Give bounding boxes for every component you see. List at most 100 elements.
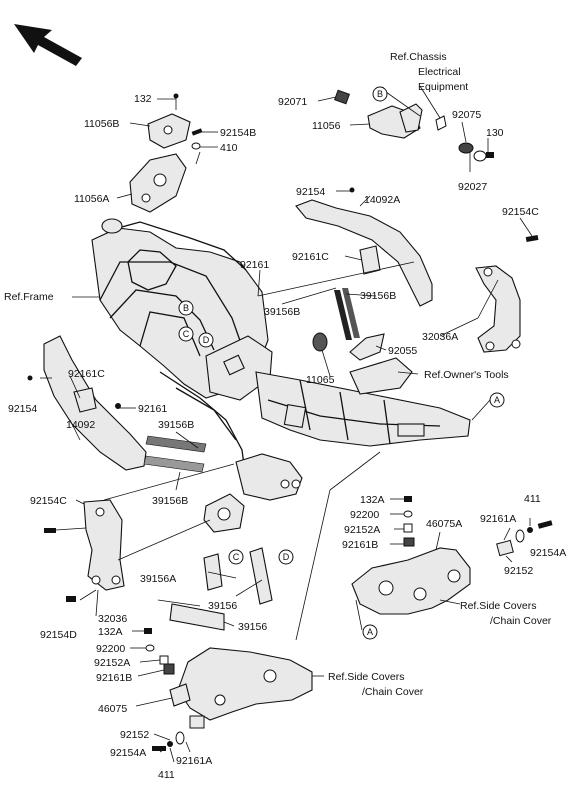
svg-text:/Chain Cover: /Chain Cover xyxy=(490,615,552,627)
label-14092: 14092 xyxy=(66,419,95,431)
label-92154C-top: 92154C xyxy=(502,206,539,218)
label-92152A-right: 92152A xyxy=(344,524,380,536)
cover-14092A xyxy=(295,199,433,307)
bracket-11056 xyxy=(367,103,423,139)
label-92161B-left: 92161B xyxy=(96,672,132,684)
label-11056: 11056 xyxy=(312,120,341,132)
bolt-92154C-left xyxy=(44,528,56,533)
svg-text:/Chain Cover: /Chain Cover xyxy=(362,686,424,698)
label-92071: 92071 xyxy=(278,96,307,108)
label-92152-right: 92152 xyxy=(504,565,533,577)
strip-39156B-a xyxy=(334,290,352,340)
label-11056A: 11056A xyxy=(74,193,109,205)
label-132A-left: 132A xyxy=(98,626,123,638)
svg-text:B: B xyxy=(183,303,189,313)
svg-text:Ref.Side Covers: Ref.Side Covers xyxy=(460,600,536,612)
svg-text:C: C xyxy=(183,329,190,339)
bolt-132A-left xyxy=(144,628,152,634)
label-92154A-left: 92154A xyxy=(110,747,146,759)
bolt-130 xyxy=(486,152,494,158)
ref-side-covers-left-label: Ref.Side Covers /Chain Cover xyxy=(328,671,424,698)
strip-39156A xyxy=(203,553,223,591)
label-92200-left: 92200 xyxy=(96,643,125,655)
label-92161B-right: 92161B xyxy=(342,539,378,551)
label-92154-mid: 92154 xyxy=(296,186,325,198)
washer-92200-right xyxy=(403,510,413,518)
label-411-right: 411 xyxy=(524,493,541,505)
washer-410 xyxy=(191,142,201,150)
ref-owners-tools-label: Ref.Owner's Tools xyxy=(424,369,509,381)
pad-92161C-left xyxy=(73,387,97,413)
label-132-top: 132 xyxy=(134,93,152,105)
main-frame xyxy=(91,218,471,533)
front-direction-arrow-icon xyxy=(14,24,82,66)
footpeg-left xyxy=(169,683,191,707)
label-11056B: 11056B xyxy=(84,118,119,130)
bolt-132-top xyxy=(173,93,179,110)
label-92161C-left: 92161C xyxy=(68,368,105,380)
label-39156B-b: 39156B xyxy=(264,306,300,318)
label-92154B: 92154B xyxy=(220,127,256,139)
washer-92161A-left xyxy=(175,731,185,745)
label-39156B-a: 39156B xyxy=(360,290,396,302)
svg-text:Ref.Side Covers: Ref.Side Covers xyxy=(328,671,404,683)
collar-92027 xyxy=(473,150,487,162)
label-130: 130 xyxy=(486,127,504,139)
label-39156B-d: 39156B xyxy=(152,495,188,507)
svg-text:Ref.Chassis: Ref.Chassis xyxy=(390,51,447,63)
label-92154D: 92154D xyxy=(40,629,77,641)
label-92075: 92075 xyxy=(452,109,481,121)
label-92200-right: 92200 xyxy=(350,509,379,521)
grommet-92075 xyxy=(458,142,474,154)
ref-chassis-electrical-label: Ref.Chassis Electrical Equipment xyxy=(390,51,468,93)
svg-text:Electrical: Electrical xyxy=(418,66,461,78)
bracket-11056B xyxy=(147,113,191,149)
bolt-132A-right xyxy=(404,496,412,502)
bolt-92154-left xyxy=(27,375,33,381)
svg-text:B: B xyxy=(377,89,383,99)
washer-411-right xyxy=(527,527,533,533)
svg-text:D: D xyxy=(203,335,210,345)
bolt-92154D xyxy=(66,596,76,602)
strip-39156-b xyxy=(169,603,225,631)
label-92154C-left: 92154C xyxy=(30,495,67,507)
label-46075: 46075 xyxy=(98,703,127,715)
label-92161A-right: 92161A xyxy=(480,513,516,525)
label-92055: 92055 xyxy=(388,345,417,357)
label-11065: 11065 xyxy=(306,374,335,386)
spring-92161B-right xyxy=(403,537,415,547)
clip-electrical xyxy=(435,115,447,131)
bracket-11056A xyxy=(129,153,187,213)
strip-39156B-d xyxy=(143,455,205,473)
label-410: 410 xyxy=(220,142,238,154)
washer-92200-left xyxy=(145,644,155,652)
callout-circle-B-top: B xyxy=(372,86,388,102)
label-39156B-c: 39156B xyxy=(158,419,194,431)
label-32036: 32036 xyxy=(98,613,127,625)
pad-92161-left xyxy=(115,403,121,409)
ref-side-covers-right-label: Ref.Side Covers /Chain Cover xyxy=(460,600,552,627)
svg-text:D: D xyxy=(283,552,290,562)
strip-39156B-b xyxy=(342,288,360,338)
svg-text:C: C xyxy=(233,552,240,562)
washer-92161A-right xyxy=(515,529,525,543)
washer-411-left xyxy=(167,741,173,747)
footrest-bracket-46075 xyxy=(177,647,313,721)
label-132A-right: 132A xyxy=(360,494,385,506)
callout-circle-C-frame: C xyxy=(178,326,194,342)
label-92161C-top: 92161C xyxy=(292,251,329,263)
label-46075A: 46075A xyxy=(426,518,462,530)
bracket-32036A xyxy=(475,265,521,353)
label-92027: 92027 xyxy=(458,181,487,193)
label-32036A: 32036A xyxy=(422,331,458,343)
label-39156-b: 39156 xyxy=(238,621,267,633)
toolbox-owners-tools xyxy=(349,357,413,395)
callout-circle-C-lower: C xyxy=(228,549,244,565)
footrest-bracket-46075A xyxy=(351,547,471,615)
collar-92152A-left xyxy=(159,655,169,665)
label-92161-top: 92161 xyxy=(240,259,269,271)
collar-92152A-right xyxy=(403,523,413,533)
svg-text:A: A xyxy=(367,627,373,637)
callout-circle-B-frame: B xyxy=(178,300,194,316)
